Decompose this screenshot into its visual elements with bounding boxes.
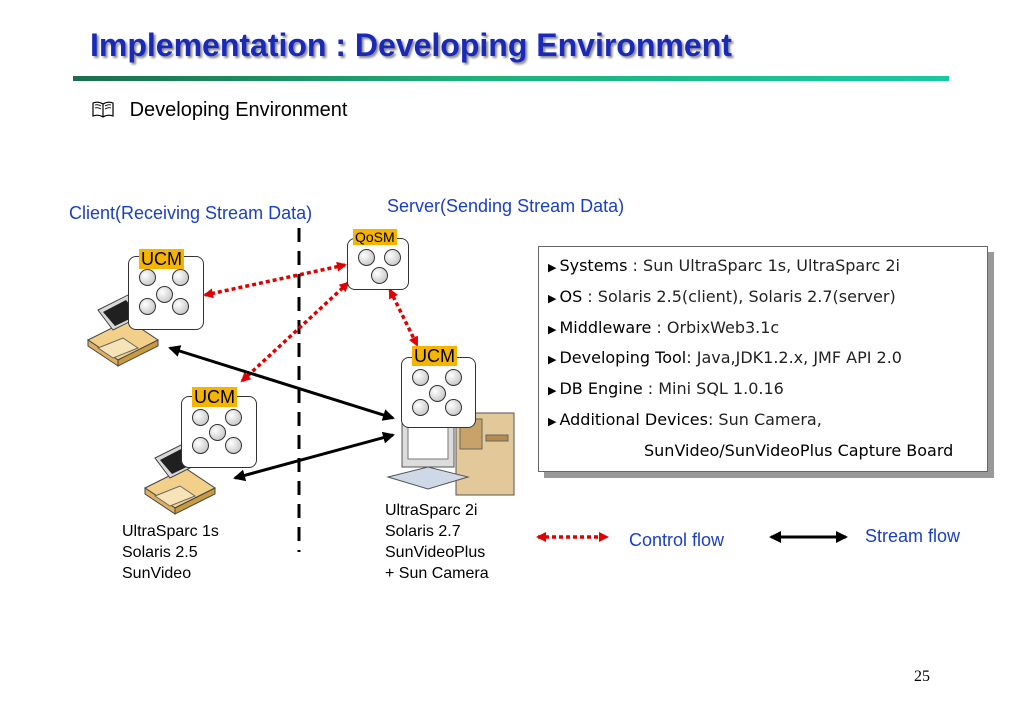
client1-description: UltraSparc 1s Solaris 2.5 SunVideo: [122, 521, 219, 584]
control-flow-qosm-server: [388, 288, 419, 347]
legend-control-flow-label: Control flow: [629, 530, 725, 550]
ucm-node: [192, 409, 209, 426]
ucm-node: [225, 437, 242, 454]
slide-title: Implementation : Developing Environment: [90, 27, 732, 63]
ucm-label-server: UCM: [412, 346, 457, 366]
legend-stream-flow-label: Stream flow: [865, 526, 961, 546]
ucm-node: [412, 369, 429, 386]
triangle-bullet-icon: ▶: [548, 323, 557, 336]
server-line: UltraSparc 2i: [385, 502, 478, 519]
ucm-node: [139, 269, 156, 286]
ucm-node: [172, 269, 189, 286]
control-flow-qosm-client1: [203, 261, 347, 299]
qosm-module: [347, 238, 409, 290]
env-item-additional-devices: ▶Additional Devices: Sun Camera,: [548, 410, 822, 429]
env-item-systems: ▶Systems : Sun UltraSparc 1s, UltraSparc…: [548, 256, 900, 275]
ucm-module-server: [401, 357, 476, 428]
env-item-db-engine: ▶DB Engine : Mini SQL 1.0.16: [548, 379, 784, 398]
ucm-node: [412, 399, 429, 416]
control-flow-qosm-client2: [240, 281, 350, 383]
server-description: UltraSparc 2i Solaris 2.7 SunVideoPlus +…: [385, 500, 489, 584]
ucm-node: [445, 369, 462, 386]
ucm-node: [172, 298, 189, 315]
ucm-node: [225, 409, 242, 426]
qosm-node: [358, 249, 375, 266]
ucm-label-client1: UCM: [139, 249, 184, 269]
client-heading: Client(Receiving Stream Data): [69, 203, 313, 223]
title-underline: [73, 76, 949, 81]
triangle-bullet-icon: ▶: [548, 353, 557, 366]
ucm-node: [429, 385, 446, 402]
stream-flow-server-client1: [168, 345, 395, 421]
triangle-bullet-icon: ▶: [548, 261, 557, 274]
ucm-node: [192, 437, 209, 454]
ucm-module-client2: [181, 396, 257, 468]
client1-line: SunVideo: [122, 565, 192, 582]
env-item-os: ▶OS : Solaris 2.5(client), Solaris 2.7(s…: [548, 287, 896, 306]
env-item-middleware: ▶Middleware : OrbixWeb3.1c: [548, 318, 780, 337]
triangle-bullet-icon: ▶: [548, 384, 557, 397]
server-line: + Sun Camera: [385, 565, 489, 582]
section-heading: Developing Environment: [92, 99, 347, 124]
env-item-developing-tool: ▶Developing Tool: Java,JDK1.2.x, JMF API…: [548, 348, 902, 367]
book-icon: [92, 100, 114, 124]
server-line: SunVideoPlus: [385, 544, 486, 561]
client1-line: UltraSparc 1s: [122, 523, 219, 540]
server-line: Solaris 2.7: [385, 523, 461, 540]
env-item-additional-devices-continued: SunVideo/SunVideoPlus Capture Board: [644, 441, 954, 460]
ucm-node: [156, 286, 173, 303]
section-heading-text: Developing Environment: [129, 99, 348, 121]
server-computer-icon: [386, 412, 515, 496]
triangle-bullet-icon: ▶: [548, 292, 557, 305]
qosm-node: [371, 267, 388, 284]
ucm-node: [445, 399, 462, 416]
qosm-label: QoSM: [353, 229, 397, 245]
ucm-node: [209, 424, 226, 441]
stream-flow-server-client2: [233, 431, 395, 482]
client1-line: Solaris 2.5: [122, 544, 198, 561]
triangle-bullet-icon: ▶: [548, 415, 557, 428]
qosm-node: [384, 249, 401, 266]
environment-info-box: [538, 246, 988, 472]
ucm-node: [139, 298, 156, 315]
server-heading: Server(Sending Stream Data): [387, 196, 625, 216]
ucm-label-client2: UCM: [192, 387, 237, 407]
page-number: 25: [914, 668, 930, 685]
